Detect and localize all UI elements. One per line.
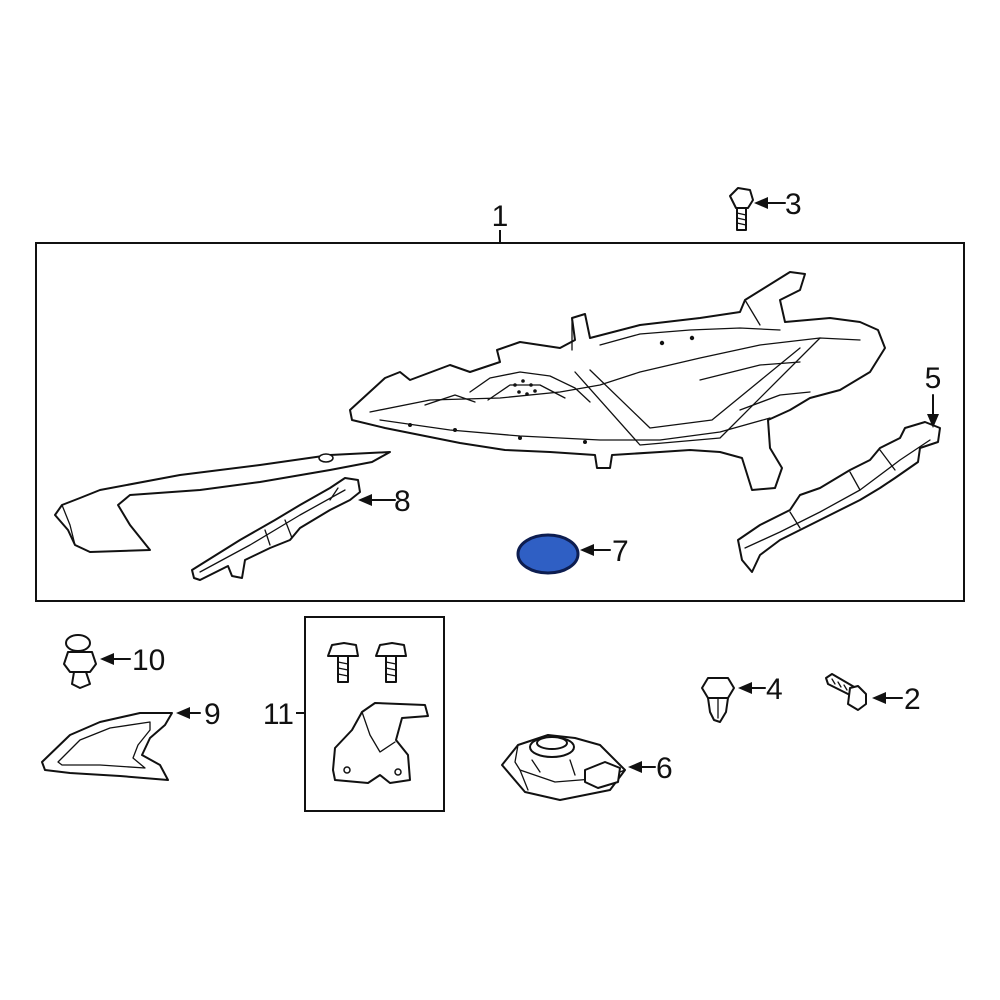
leader-arrow-4	[738, 682, 752, 694]
leader-arrow-7	[580, 544, 594, 556]
headlamp-assembly[interactable]	[349, 271, 886, 491]
callout-8[interactable]: 8	[394, 485, 411, 518]
callout-11[interactable]: 11	[263, 698, 294, 731]
lamp-bracket[interactable]	[191, 477, 361, 581]
leader-arrow-3	[754, 197, 768, 209]
control-module-part-6[interactable]	[501, 734, 626, 801]
rivet-part-4[interactable]	[701, 677, 735, 723]
callout-5[interactable]: 5	[925, 362, 942, 395]
leader-arrow-8	[358, 494, 372, 506]
callout-7[interactable]: 7	[612, 535, 629, 568]
leader-arrow-2	[872, 692, 886, 704]
callout-10[interactable]: 10	[132, 644, 165, 677]
leader-arrow-5	[927, 414, 939, 428]
kit-screw-left[interactable]	[327, 642, 359, 683]
callout-1[interactable]: 1	[492, 200, 509, 233]
callout-9[interactable]: 9	[204, 698, 221, 731]
kit-screw-right[interactable]	[375, 642, 407, 683]
kit-repair-bracket[interactable]	[332, 702, 429, 784]
bolt-part-2[interactable]	[825, 673, 867, 711]
callout-6[interactable]: 6	[656, 752, 673, 785]
mounting-bracket[interactable]	[737, 421, 941, 573]
bolt-part-3[interactable]	[729, 187, 754, 231]
leader-arrow-10	[100, 653, 114, 665]
leader-arrow-9	[176, 707, 190, 719]
callout-4[interactable]: 4	[766, 673, 783, 706]
cap-part-7-highlighted[interactable]	[516, 533, 580, 575]
trim-panel[interactable]	[54, 451, 391, 553]
leader-arrow-6	[628, 761, 642, 773]
callout-2[interactable]: 2	[904, 683, 921, 716]
callout-3[interactable]: 3	[785, 188, 802, 221]
clip-part-10[interactable]	[63, 634, 97, 689]
trim-bezel-part-9[interactable]	[41, 712, 173, 781]
